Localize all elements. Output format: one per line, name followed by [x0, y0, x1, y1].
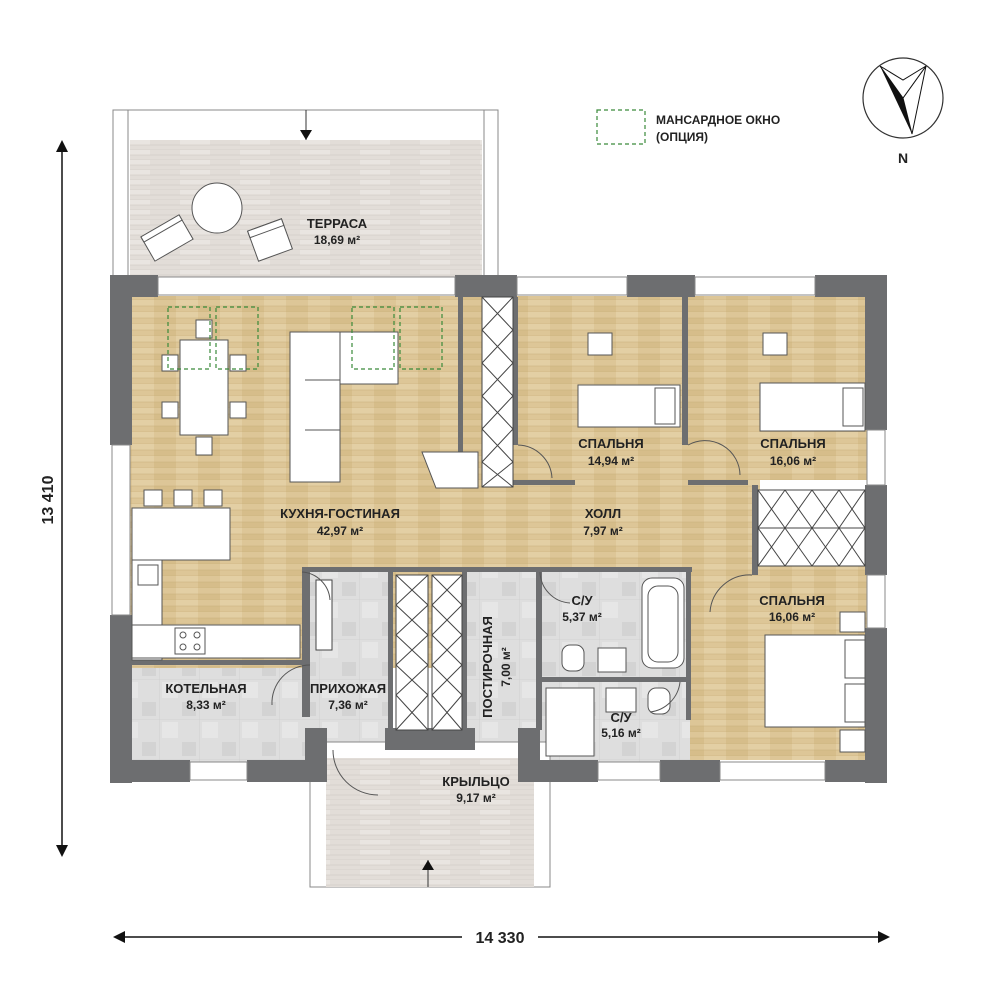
- label-entry-area: 7,36 м²: [328, 698, 368, 712]
- north-arrow-icon: [880, 66, 912, 134]
- label-kitchen-name: КУХНЯ-ГОСТИНАЯ: [280, 506, 400, 521]
- label-bedroom2-area: 16,06 м²: [770, 454, 816, 468]
- porch-entrance-arrow: [422, 860, 434, 887]
- label-entry-name: ПРИХОЖАЯ: [310, 681, 386, 696]
- label-terrace-name: ТЕРРАСА: [307, 216, 368, 231]
- label-bedroom1-name: СПАЛЬНЯ: [578, 436, 643, 451]
- lounge-chair: [140, 214, 194, 262]
- label-bedroom3-area: 16,06 м²: [769, 610, 815, 624]
- label-laundry-area: 7,00 м²: [499, 647, 513, 687]
- label-bedroom2-name: СПАЛЬНЯ: [760, 436, 825, 451]
- bedroom1-furniture: [577, 332, 681, 428]
- fireplace: [421, 451, 479, 489]
- windows: [111, 276, 886, 781]
- compass: N: [862, 57, 944, 166]
- label-boiler-area: 8,33 м²: [186, 698, 226, 712]
- label-bath2-name: С/У: [610, 710, 632, 725]
- label-kitchen-area: 42,97 м²: [317, 524, 363, 538]
- lounge-chair: [246, 218, 294, 262]
- kitchen-counter: [131, 559, 301, 661]
- label-bedroom1-area: 14,94 м²: [588, 454, 634, 468]
- legend-label-line2: (ОПЦИЯ): [656, 130, 708, 144]
- doors: [271, 440, 753, 796]
- label-bath1-name: С/У: [571, 593, 593, 608]
- label-laundry-name: ПОСТИРОЧНАЯ: [480, 616, 495, 718]
- bathroom-fixtures: [545, 577, 685, 757]
- compass-label: N: [898, 150, 908, 166]
- label-hall-name: ХОЛЛ: [585, 506, 621, 521]
- legend-swatch: [596, 109, 646, 145]
- walls: [110, 275, 887, 783]
- kitchen-island: [131, 489, 231, 561]
- wardrobes: [315, 296, 866, 731]
- label-bedroom3-name: СПАЛЬНЯ: [759, 593, 824, 608]
- label-porch-area: 9,17 м²: [456, 791, 496, 805]
- label-porch-name: КРЫЛЬЦО: [442, 774, 509, 789]
- bedroom2-furniture: [759, 332, 866, 432]
- skylight-options: [167, 306, 443, 370]
- label-hall-area: 7,97 м²: [583, 524, 623, 538]
- dimension-height: 13 410: [40, 475, 57, 524]
- legend: МАНСАРДНОЕ ОКНО (ОПЦИЯ): [596, 109, 780, 145]
- label-boiler-name: КОТЕЛЬНАЯ: [165, 681, 246, 696]
- sofa: [289, 331, 399, 483]
- label-bath2-area: 5,16 м²: [601, 726, 641, 740]
- dimension-lines: 13 410 14 330: [36, 140, 890, 948]
- room-labels: ТЕРРАСА 18,69 м² КУХНЯ-ГОСТИНАЯ 42,97 м²…: [165, 216, 825, 805]
- bedroom3-furniture: [764, 611, 866, 753]
- dining-set: [161, 319, 247, 456]
- label-terrace-area: 18,69 м²: [314, 233, 360, 247]
- legend-label-line1: МАНСАРДНОЕ ОКНО: [656, 113, 780, 127]
- terrace-table: [191, 182, 243, 234]
- dimension-width: 14 330: [476, 930, 525, 947]
- label-bath1-area: 5,37 м²: [562, 610, 602, 624]
- terrace: [112, 109, 499, 279]
